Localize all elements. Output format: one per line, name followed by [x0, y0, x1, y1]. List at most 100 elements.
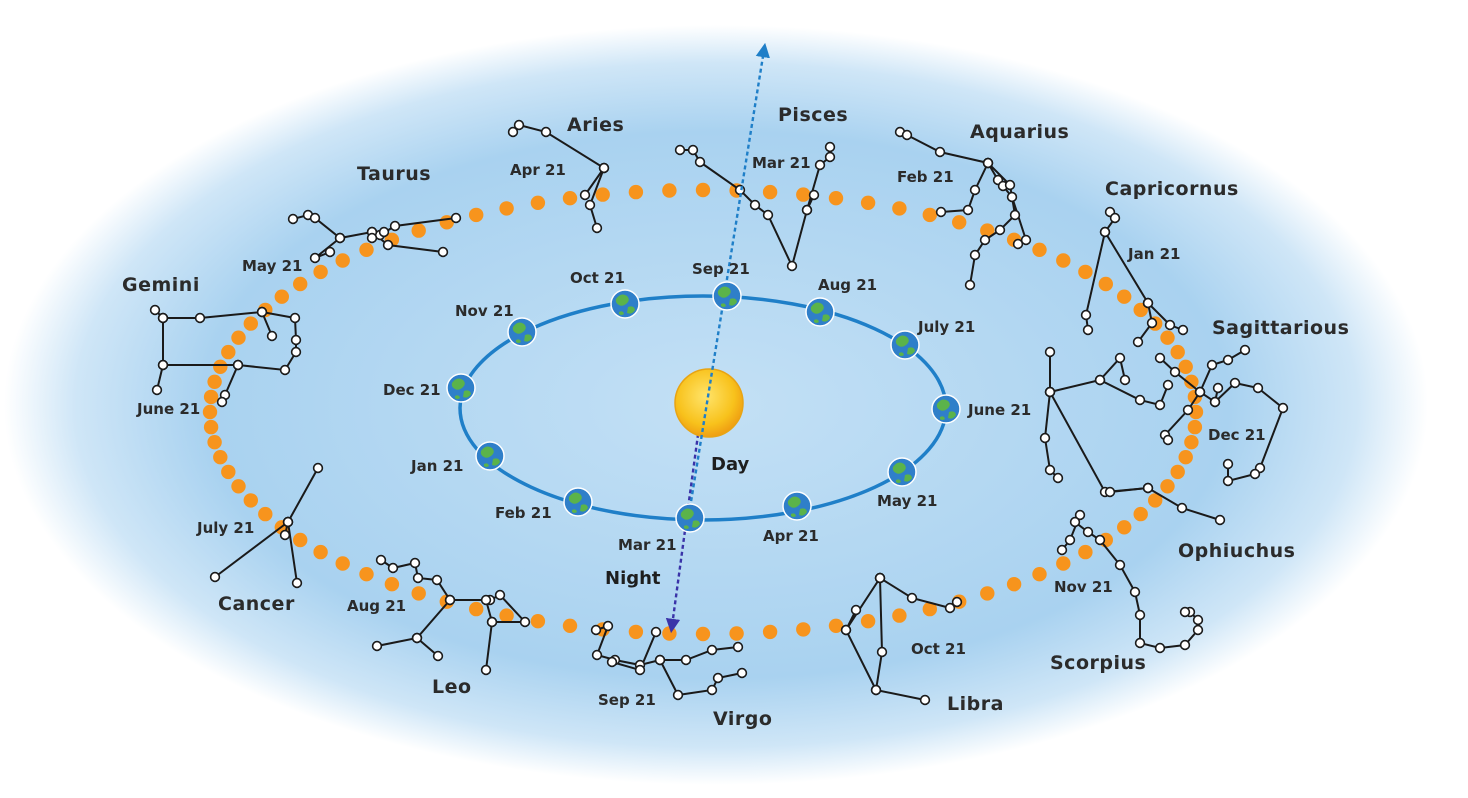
constellation-name-virgo: Virgo [713, 708, 772, 730]
orbit-label-jan: Jan 21 [410, 457, 463, 475]
constellation-figure [674, 141, 836, 272]
zodiac-dot [499, 608, 514, 623]
star-marker [378, 226, 390, 238]
star-marker [712, 672, 724, 684]
constellation-names: Aries Pisces Aquarius Capricornus Sagitt… [122, 104, 1349, 730]
zodiac-dot [335, 556, 350, 571]
zodiac-dot [1184, 435, 1199, 450]
constellation-figure [1056, 509, 1204, 654]
constellation-date-scorpius: Nov 21 [1054, 578, 1113, 596]
star-marker [334, 232, 346, 244]
zodiac-dot [1032, 242, 1047, 257]
star-marker [486, 616, 498, 628]
star-marker [412, 572, 424, 584]
day-arrow [688, 42, 770, 509]
zodiac-dot [828, 191, 844, 206]
star-marker [389, 220, 401, 232]
constellation-name-aquarius: Aquarius [970, 121, 1069, 143]
star-marker [1009, 209, 1021, 221]
star-marker [157, 312, 169, 324]
zodiac-dot [729, 626, 744, 641]
star-marker [1142, 482, 1154, 494]
star-marker [1004, 179, 1016, 191]
star-marker [1164, 319, 1176, 331]
star-marker [1146, 317, 1158, 329]
constellation-date-virgo: Sep 21 [598, 691, 656, 709]
constellation-date-gemini: June 21 [136, 400, 200, 418]
star-marker [590, 624, 602, 636]
zodiac-dot [203, 389, 219, 405]
star-marker [1044, 464, 1056, 476]
star-marker [824, 141, 836, 153]
zodiac-dot [1160, 330, 1175, 345]
zodiac-dot [335, 253, 350, 268]
zodiac-dot [695, 182, 711, 198]
star-marker [1104, 486, 1116, 498]
zodiac-dot [662, 183, 677, 198]
star-marker [732, 641, 744, 653]
star-marker [387, 562, 399, 574]
star-marker [1080, 309, 1092, 321]
star-marker [1252, 382, 1264, 394]
zodiac-dot [1170, 344, 1185, 360]
star-marker [432, 650, 444, 662]
star-marker [1114, 352, 1126, 364]
constellation-figure [590, 620, 748, 701]
zodiac-dot [762, 184, 778, 200]
zodiac-dot [293, 276, 308, 292]
star-marker [969, 249, 981, 261]
zodiac-dot [980, 586, 995, 601]
star-marker [602, 620, 614, 632]
constellation-figure [507, 119, 610, 234]
star-marker [309, 252, 321, 264]
zodiac-dot [530, 195, 546, 210]
star-marker [1154, 399, 1166, 411]
constellation-date-leo: Aug 21 [347, 597, 406, 615]
star-marker [876, 646, 888, 658]
star-marker [480, 664, 492, 676]
star-marker [507, 126, 519, 138]
star-marker [1229, 377, 1241, 389]
star-marker [450, 212, 462, 224]
star-marker [934, 146, 946, 158]
star-marker [1214, 514, 1226, 526]
star-marker [579, 189, 591, 201]
zodiac-dot [628, 184, 644, 200]
zodiac-dot [828, 618, 844, 633]
star-marker [736, 667, 748, 679]
zodiac-dot [411, 586, 426, 601]
zodiac-dot [203, 419, 219, 435]
constellation-line [1109, 487, 1149, 493]
zodiac-dot [1117, 289, 1132, 304]
constellation-date-taurus: May 21 [242, 257, 302, 275]
orbit-label-june: June 21 [967, 401, 1031, 419]
orbit-label-sep: Sep 21 [692, 260, 750, 278]
star-marker [1039, 432, 1051, 444]
star-marker [1134, 394, 1146, 406]
earth-icon [712, 281, 742, 311]
zodiac-dot [1078, 264, 1093, 280]
star-marker [654, 654, 666, 666]
star-marker [944, 602, 956, 614]
zodiac-dot [313, 544, 328, 560]
star-marker [994, 224, 1006, 236]
earth-icon [610, 289, 640, 319]
earth-icon [782, 491, 812, 521]
zodiac-dot [1056, 253, 1071, 268]
star-marker [801, 204, 813, 216]
zodiac-dot [274, 289, 289, 304]
star-marker [762, 209, 774, 221]
constellation-figures [149, 119, 1289, 706]
zodiac-dot [1148, 493, 1163, 508]
star-marker [1142, 297, 1154, 309]
star-marker [1162, 379, 1174, 391]
star-marker [266, 330, 278, 342]
star-marker [540, 126, 552, 138]
star-marker [290, 346, 302, 358]
star-marker [1222, 354, 1234, 366]
star-marker [1044, 346, 1056, 358]
zodiac-dot [860, 195, 876, 210]
star-marker [1109, 212, 1121, 224]
zodiac-dot [213, 450, 228, 465]
